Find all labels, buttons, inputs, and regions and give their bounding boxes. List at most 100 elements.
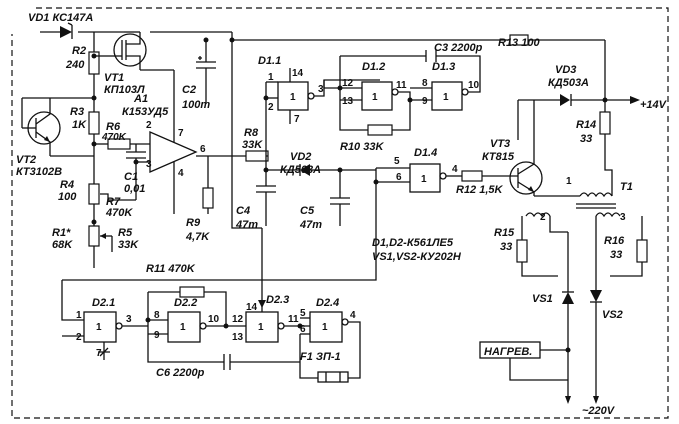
heater-box: НАГРЕВ. — [479, 341, 568, 381]
r9-resistor: R9 4,7K — [185, 156, 214, 243]
r15-resistor: R15 33 — [494, 216, 568, 277]
d11-pin-7: 7 — [294, 114, 300, 125]
vd3-diode: VD3 КД503А +14V — [518, 64, 668, 111]
a1-opamp: 2 3 6 7 4 A1 К153УД5 — [122, 70, 246, 214]
t1-label: T1 — [620, 181, 633, 193]
vd2-label: VD2 — [290, 151, 311, 163]
r9-label: R9 — [186, 217, 201, 229]
r5-value: 33K — [118, 239, 139, 251]
d14-pin-6: 6 — [396, 172, 402, 183]
r16-label: R16 — [604, 235, 625, 247]
r13-resistor: R13 100 — [498, 34, 540, 49]
vd3-label: VD3 — [555, 64, 576, 76]
d23-pin-11: 11 — [288, 314, 299, 325]
d24-pin-6: 6 — [300, 324, 306, 335]
parts-line-1: D1,D2-К561ЛЕ5 — [372, 237, 454, 249]
f1-piezo: F1 ЗП-1 — [300, 351, 349, 383]
c1-label: C1 — [124, 171, 138, 183]
d14-label: D1.4 — [414, 147, 437, 159]
d21-pin-1: 1 — [76, 310, 82, 321]
c4-capacitor: C4 47m — [235, 170, 276, 231]
c4-value: 47m — [235, 219, 258, 231]
r15-value: 33 — [500, 241, 512, 253]
r1-resistor: R1* 68K — [52, 222, 100, 268]
d22-pin-10: 10 — [208, 314, 220, 325]
oscillator-resistor — [179, 286, 227, 326]
r5-potentiometer: R5 33K — [100, 227, 139, 252]
d24-label: D2.4 — [316, 297, 339, 309]
d11-gate-symbol: 1 — [290, 92, 296, 103]
r11-label: R11 470K — [146, 263, 196, 275]
mains-label: ~220V — [582, 405, 616, 417]
r9-value: 4,7K — [185, 231, 210, 243]
r14-value: 33 — [580, 133, 592, 145]
f1-label: F1 ЗП-1 — [300, 351, 341, 363]
d21-label: D2.1 — [92, 297, 115, 309]
c5-label: C5 — [300, 205, 315, 217]
r4-label: R4 — [60, 179, 74, 191]
vt3-type: КТ815 — [482, 151, 515, 163]
t1-pin-2: 2 — [540, 212, 546, 223]
r4-resistor: R4 100 — [58, 179, 100, 222]
r2-value: 240 — [65, 59, 85, 71]
vt2-label: VT2 — [16, 154, 36, 166]
vt2-bjt: VT2 КТ3102В — [16, 97, 94, 178]
r14-resistor: R14 33 — [576, 40, 611, 160]
c5-capacitor: C5 47m — [299, 170, 350, 231]
r7-potentiometer: R7 470K — [100, 193, 136, 219]
vd3-type: КД503А — [548, 77, 589, 89]
r1-label: R1* — [52, 227, 71, 239]
d13-pin-8: 8 — [422, 78, 428, 89]
vd2-diode: VD2 КД503А — [62, 151, 377, 281]
d12-label: D1.2 — [362, 61, 385, 73]
d14-gate-symbol: 1 — [421, 174, 427, 185]
c6-capacitor: C6 2200p — [147, 334, 300, 379]
d2-3-gate: 1 D2.3 12 13 11 14 — [231, 40, 310, 343]
d12-pin-13: 13 — [342, 96, 354, 107]
vd1-label: VD1 КС147А — [28, 12, 93, 24]
d22-pin-8: 8 — [154, 310, 160, 321]
d12-gate-symbol: 1 — [372, 92, 378, 103]
r8-value: 33K — [242, 139, 263, 151]
d13-label: D1.3 — [432, 61, 455, 73]
c3-capacitor: C3 2200p — [425, 42, 483, 62]
op-pin-2: 2 — [146, 120, 152, 131]
r10-label: R10 33K — [340, 141, 384, 153]
d1-3-gate: 1 D1.3 8 9 10 — [339, 55, 481, 111]
r6-resistor: R6 470K — [94, 121, 150, 150]
r8-label: R8 — [244, 127, 259, 139]
d13-pin-9: 9 — [422, 96, 428, 107]
vs1-thyristor: VS1 — [532, 232, 574, 388]
vt1-type: КП103Л — [104, 84, 145, 96]
vd1-zener: VD1 КС147А — [28, 12, 93, 39]
dashed-frame — [11, 7, 669, 419]
r3-value: 1K — [72, 119, 87, 131]
a1-label: A1 — [133, 93, 148, 105]
d24-pin-4: 4 — [350, 310, 356, 321]
d2-2-gate: 1 D2.2 8 9 10 — [147, 291, 246, 343]
d22-label: D2.2 — [174, 297, 197, 309]
d14-pin-4: 4 — [452, 164, 458, 175]
r16-value: 33 — [610, 249, 622, 261]
d1-2-gate: 1 D1.2 12 13 11 — [323, 61, 411, 131]
d2-1-gate: 1 D2.1 1 2 3 7 — [62, 297, 148, 360]
d12-pin-11: 11 — [396, 80, 407, 91]
r10-resistor: R10 33K — [340, 124, 393, 153]
op-pin-3: 3 — [146, 159, 152, 170]
r4-value: 100 — [58, 191, 77, 203]
vs1-label: VS1 — [532, 293, 553, 305]
d24-pin-5: 5 — [300, 308, 306, 319]
vt3-transistor: VT3 КТ815 — [482, 100, 580, 197]
a1-type: К153УД5 — [122, 106, 169, 118]
d21-gate-symbol: 1 — [96, 322, 102, 333]
vs2-thyristor: VS2 — [590, 232, 623, 388]
d11-pin-14: 14 — [292, 68, 304, 79]
d13-pin-10: 10 — [468, 80, 480, 91]
r7-value: 470K — [105, 207, 133, 219]
r7-label: R7 — [106, 196, 121, 208]
c6-label: C6 2200p — [156, 367, 205, 379]
t1-transformer: 1 T1 2 3 — [525, 160, 633, 223]
c3-label: C3 2200p — [434, 42, 483, 54]
r14-label: R14 — [576, 119, 596, 131]
r2-resistor: R2 240 — [65, 32, 100, 98]
